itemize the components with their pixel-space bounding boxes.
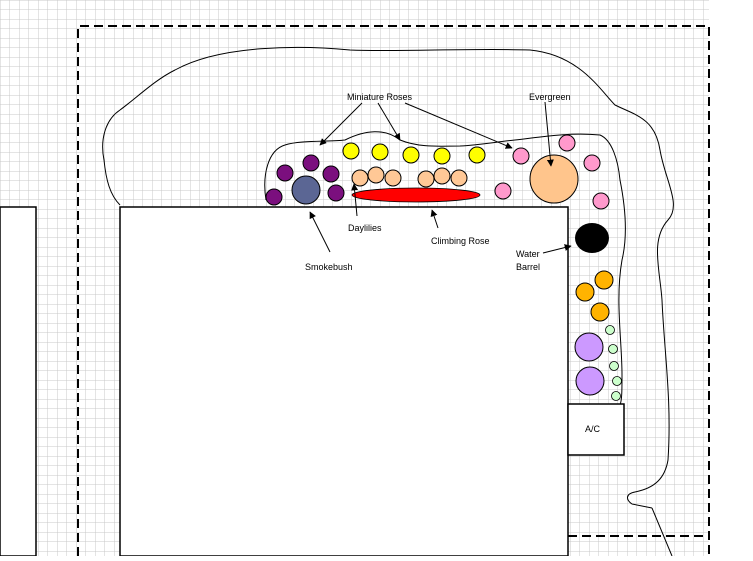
smokebush-plant [276,164,294,182]
label-water-barrel-line1: Water [516,249,540,259]
property-line [77,25,710,556]
lavender-plants [574,332,605,396]
garden-boundary [102,46,674,509]
daylily [351,169,369,187]
miniature-rose [468,146,486,164]
miniature-roses-pink [494,134,610,210]
label-miniature-roses: Miniature Roses [347,92,413,102]
neighbor-building [0,206,37,557]
label-water-barrel-line2: Barrel [516,262,540,272]
small-plant [608,344,618,354]
smokebush-cluster [265,154,345,206]
small-plant [611,391,621,401]
small-plant [605,325,615,335]
flower-bed-outline [264,131,626,406]
arrow [430,209,439,229]
annotation-arrows [309,101,572,254]
miniature-roses-yellow [342,142,486,165]
orange-plant [590,302,610,322]
arrow [544,101,554,167]
label-smokebush: Smokebush [305,262,353,272]
orange-plant [575,282,595,302]
arrow [377,102,401,141]
smokebush-main [291,175,321,205]
daylily [433,167,451,185]
smokebush-plant [327,184,345,202]
small-plant [612,376,622,386]
smokebush-plant [322,165,340,183]
daylily [367,166,385,184]
miniature-rose [371,143,389,161]
lavender-plant [574,332,604,362]
house [119,206,569,557]
orange-plants [575,270,614,322]
arrow [309,211,331,253]
arrow [319,102,363,146]
daylily [450,169,468,187]
pink-rose [558,134,576,152]
arrow [404,102,513,149]
label-evergreen: Evergreen [529,92,571,102]
daylily [417,170,435,188]
arrow [351,183,359,217]
label-climbing-rose: Climbing Rose [431,236,490,246]
daylilies [351,166,468,188]
orange-plant [594,270,614,290]
miniature-rose [342,142,360,160]
daylily [384,169,402,187]
pink-rose [512,147,530,165]
lavender-plant [575,366,605,396]
pink-rose [592,192,610,210]
path-line [651,507,673,557]
climbing-rose [351,187,481,203]
pink-rose [583,154,601,172]
small-plant [609,361,619,371]
ac-label: A/C [585,424,601,434]
water-barrel [575,223,609,253]
miniature-rose [402,146,420,164]
label-daylilies: Daylilies [348,223,382,233]
pink-rose [494,182,512,200]
arrow [542,244,572,254]
smokebush-plant [265,188,283,206]
miniature-rose [433,147,451,165]
smokebush-plant [302,154,320,172]
ac-unit [567,403,625,456]
small-green-plants [605,325,622,401]
evergreen [529,154,579,204]
